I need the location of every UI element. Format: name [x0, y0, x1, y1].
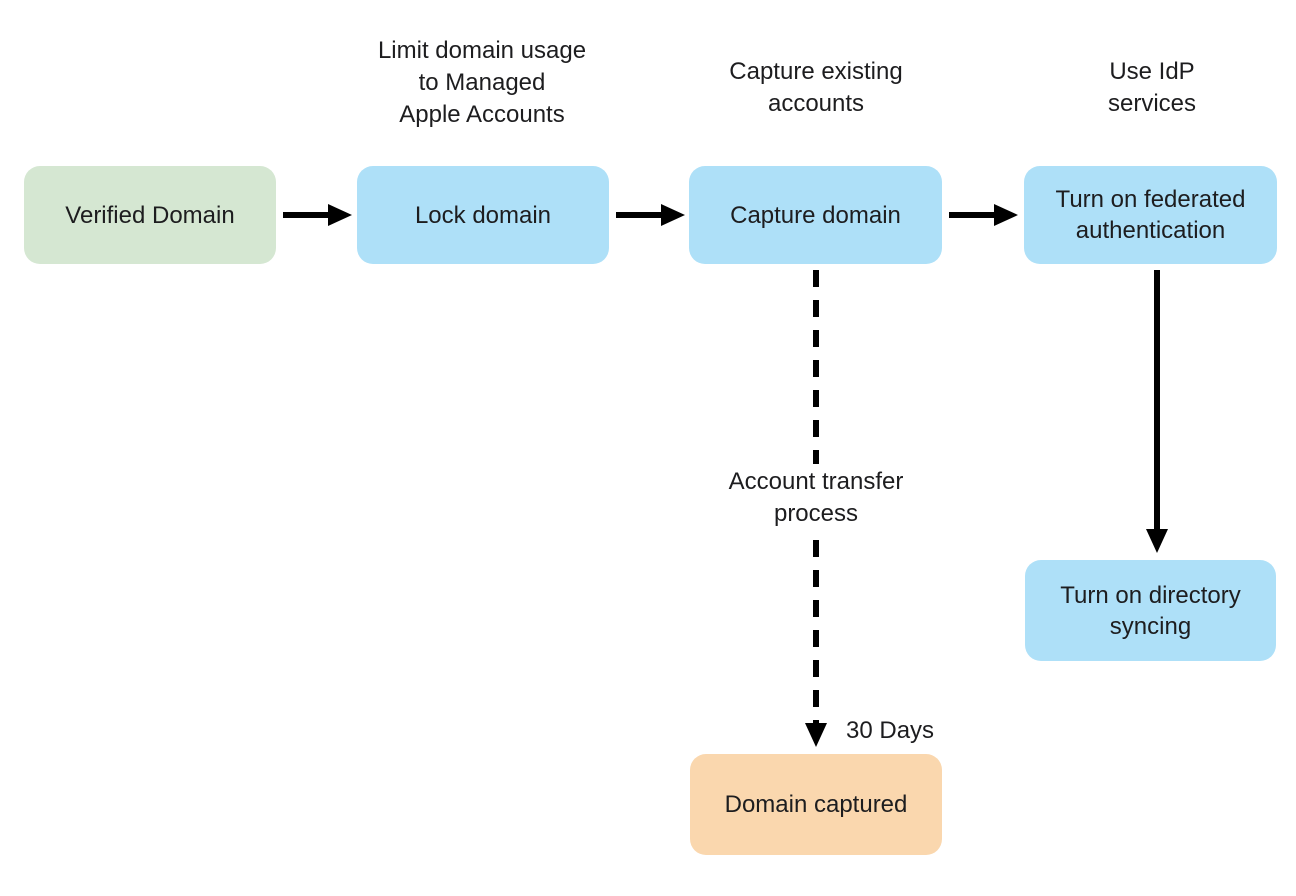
node-federated-authentication: Turn on federated authentication: [1024, 166, 1277, 264]
node-domain-captured-label: Domain captured: [724, 791, 908, 818]
node-capture-domain: Capture domain: [689, 166, 942, 264]
node-directory-syncing: Turn on directory syncing: [1025, 560, 1276, 661]
node-domain-captured: Domain captured: [690, 754, 942, 855]
note-account-transfer-process: Account transfer process: [666, 464, 966, 532]
node-capture-domain-label: Capture domain: [730, 201, 901, 229]
note-capture-existing-accounts: Capture existing accounts: [729, 58, 903, 117]
note-use-idp-services: Use IdP services: [1107, 58, 1197, 117]
node-directory-syncing-label: Turn on directory syncing: [1060, 581, 1241, 640]
node-verified-domain-label: Verified Domain: [65, 201, 235, 229]
node-federated-authentication-label: Turn on federated authentication: [1055, 186, 1246, 244]
node-verified-domain: Verified Domain: [24, 166, 276, 264]
note-limit-domain-usage: Limit domain usage to Managed Apple Acco…: [377, 37, 587, 128]
label-30-days: 30 Days: [846, 717, 935, 744]
node-lock-domain: Lock domain: [357, 166, 609, 264]
node-lock-domain-label: Lock domain: [414, 201, 552, 229]
